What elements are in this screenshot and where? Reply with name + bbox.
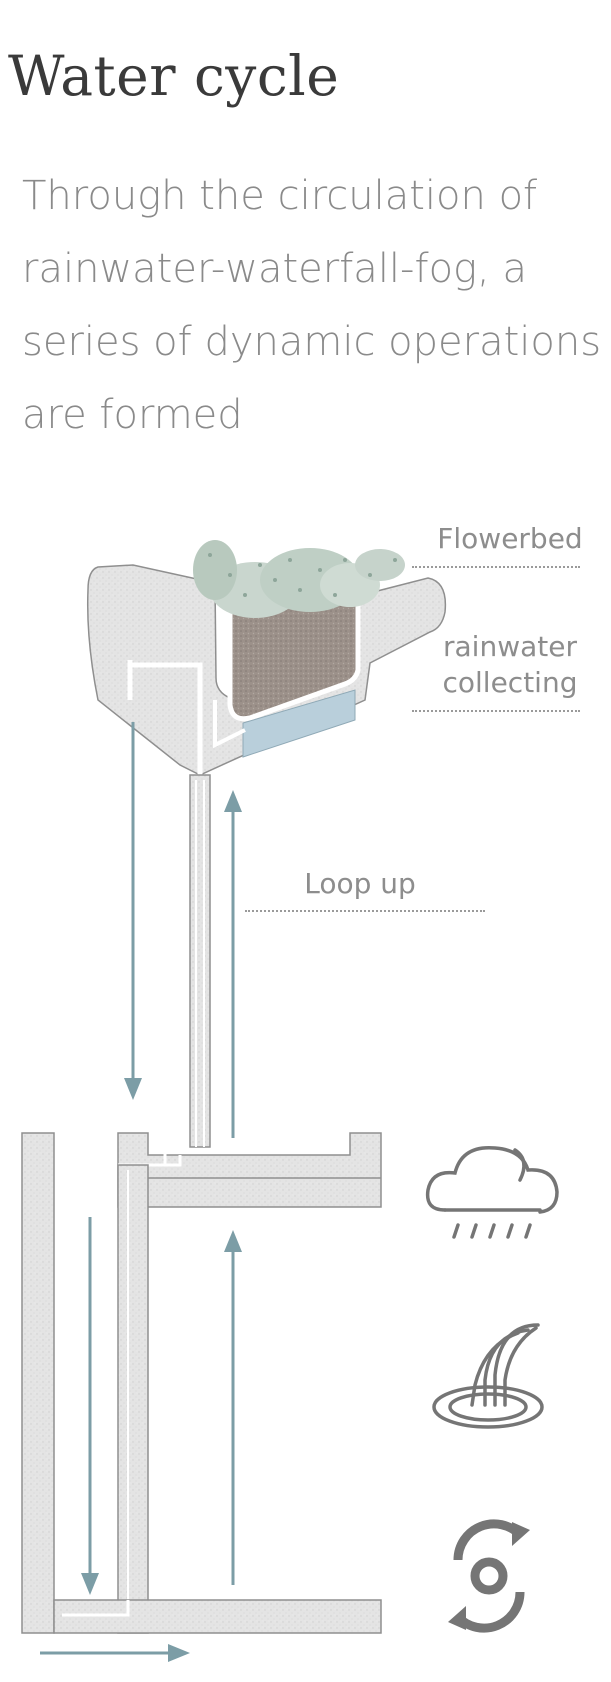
floor-slab <box>53 1599 382 1634</box>
arrow-up-1 <box>224 790 242 1138</box>
label-loop-up: Loop up <box>304 867 416 900</box>
description-text: Through the circulation of rainwater-wat… <box>22 173 602 438</box>
plants <box>193 540 405 618</box>
flowerbed-planter <box>86 540 447 780</box>
label-rainwater-line2: collecting <box>442 666 578 699</box>
vertical-pipe-column <box>189 774 211 1148</box>
waterfall-icon <box>432 1323 544 1429</box>
recycle-icon <box>448 1519 530 1633</box>
inner-wall <box>117 1164 149 1634</box>
label-flowerbed: Flowerbed <box>437 522 583 555</box>
arrow-up-2 <box>224 1230 242 1585</box>
rainwater-leader-line <box>412 710 580 712</box>
flow-arrows <box>40 722 242 1662</box>
label-rainwater-line1: rainwater <box>443 630 577 663</box>
loop-up-leader-line <box>245 910 485 912</box>
rain-cloud-icon <box>425 1145 559 1239</box>
upper-platform <box>117 1132 382 1208</box>
arrow-down-1 <box>124 722 142 1100</box>
arrow-down-2 <box>81 1217 99 1595</box>
page-title: Water cycle <box>8 44 340 108</box>
left-wall <box>21 1132 55 1634</box>
flowerbed-leader-line <box>412 566 580 568</box>
arrow-right <box>40 1644 190 1662</box>
